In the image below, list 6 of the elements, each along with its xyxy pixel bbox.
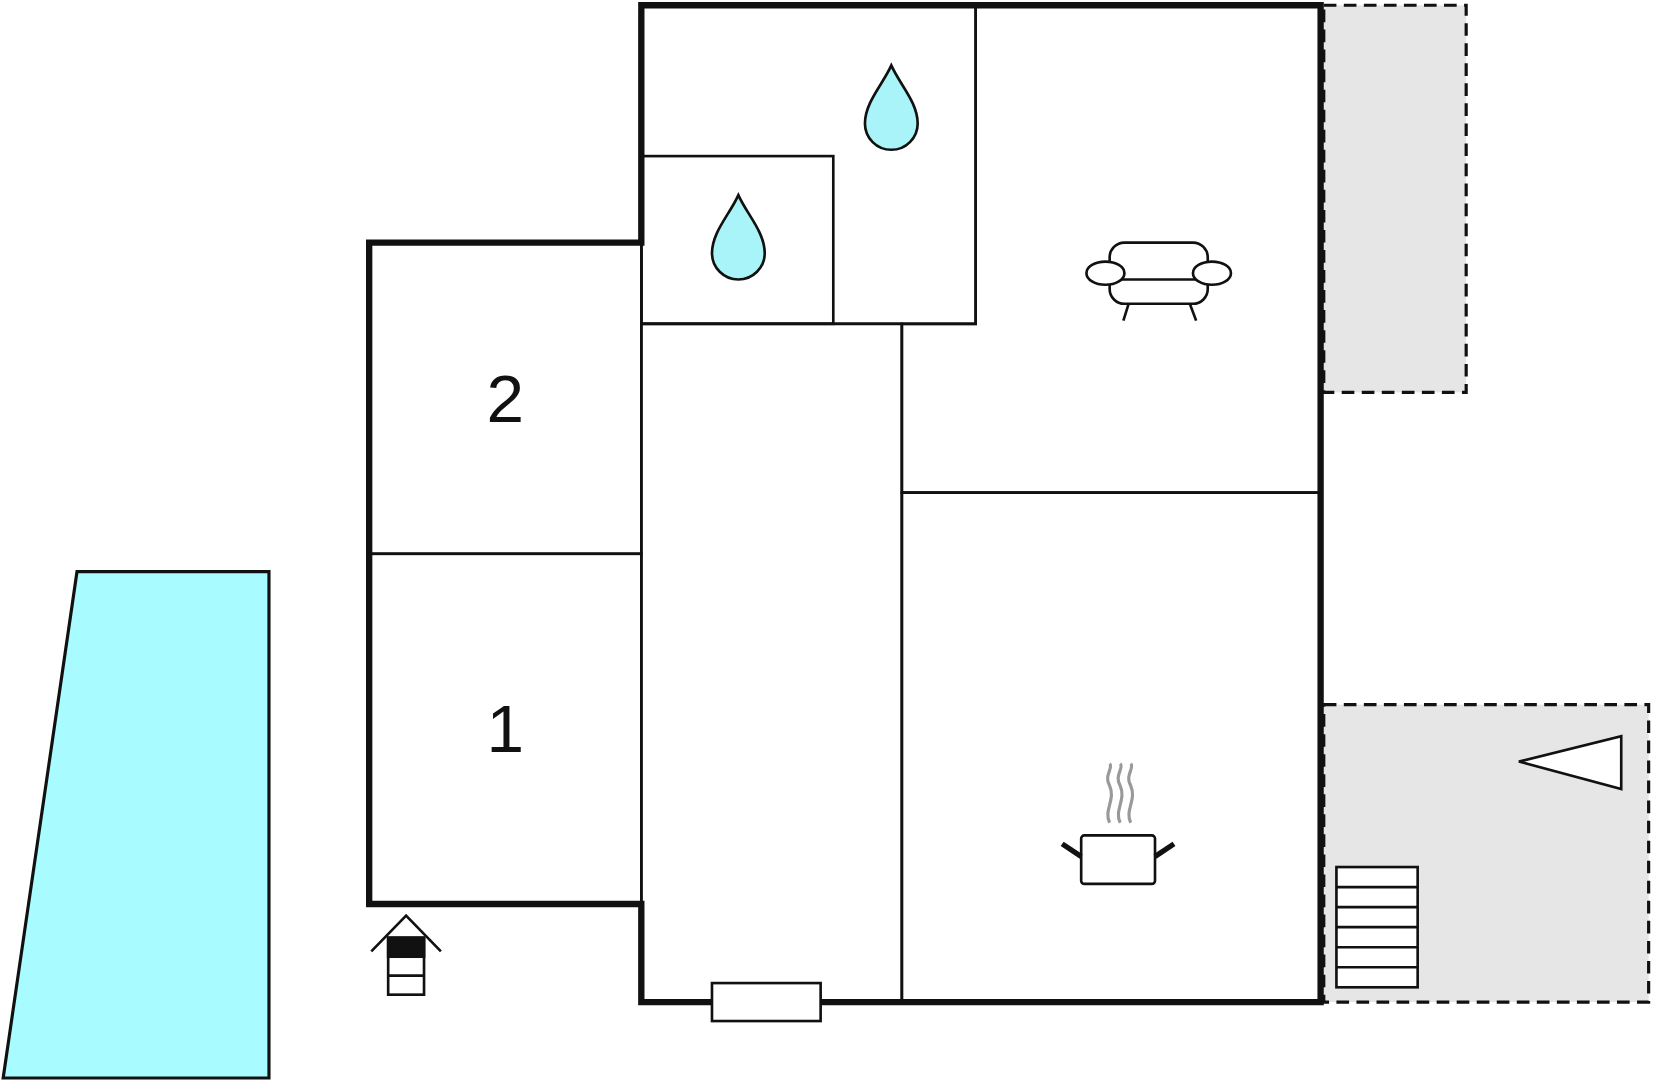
room-outline — [641, 156, 834, 324]
room-number: 1 — [486, 695, 524, 763]
pool-shape — [0, 571, 269, 1078]
room-number: 2 — [486, 364, 524, 432]
room-outline — [369, 553, 642, 904]
terrace-area — [1323, 5, 1467, 393]
